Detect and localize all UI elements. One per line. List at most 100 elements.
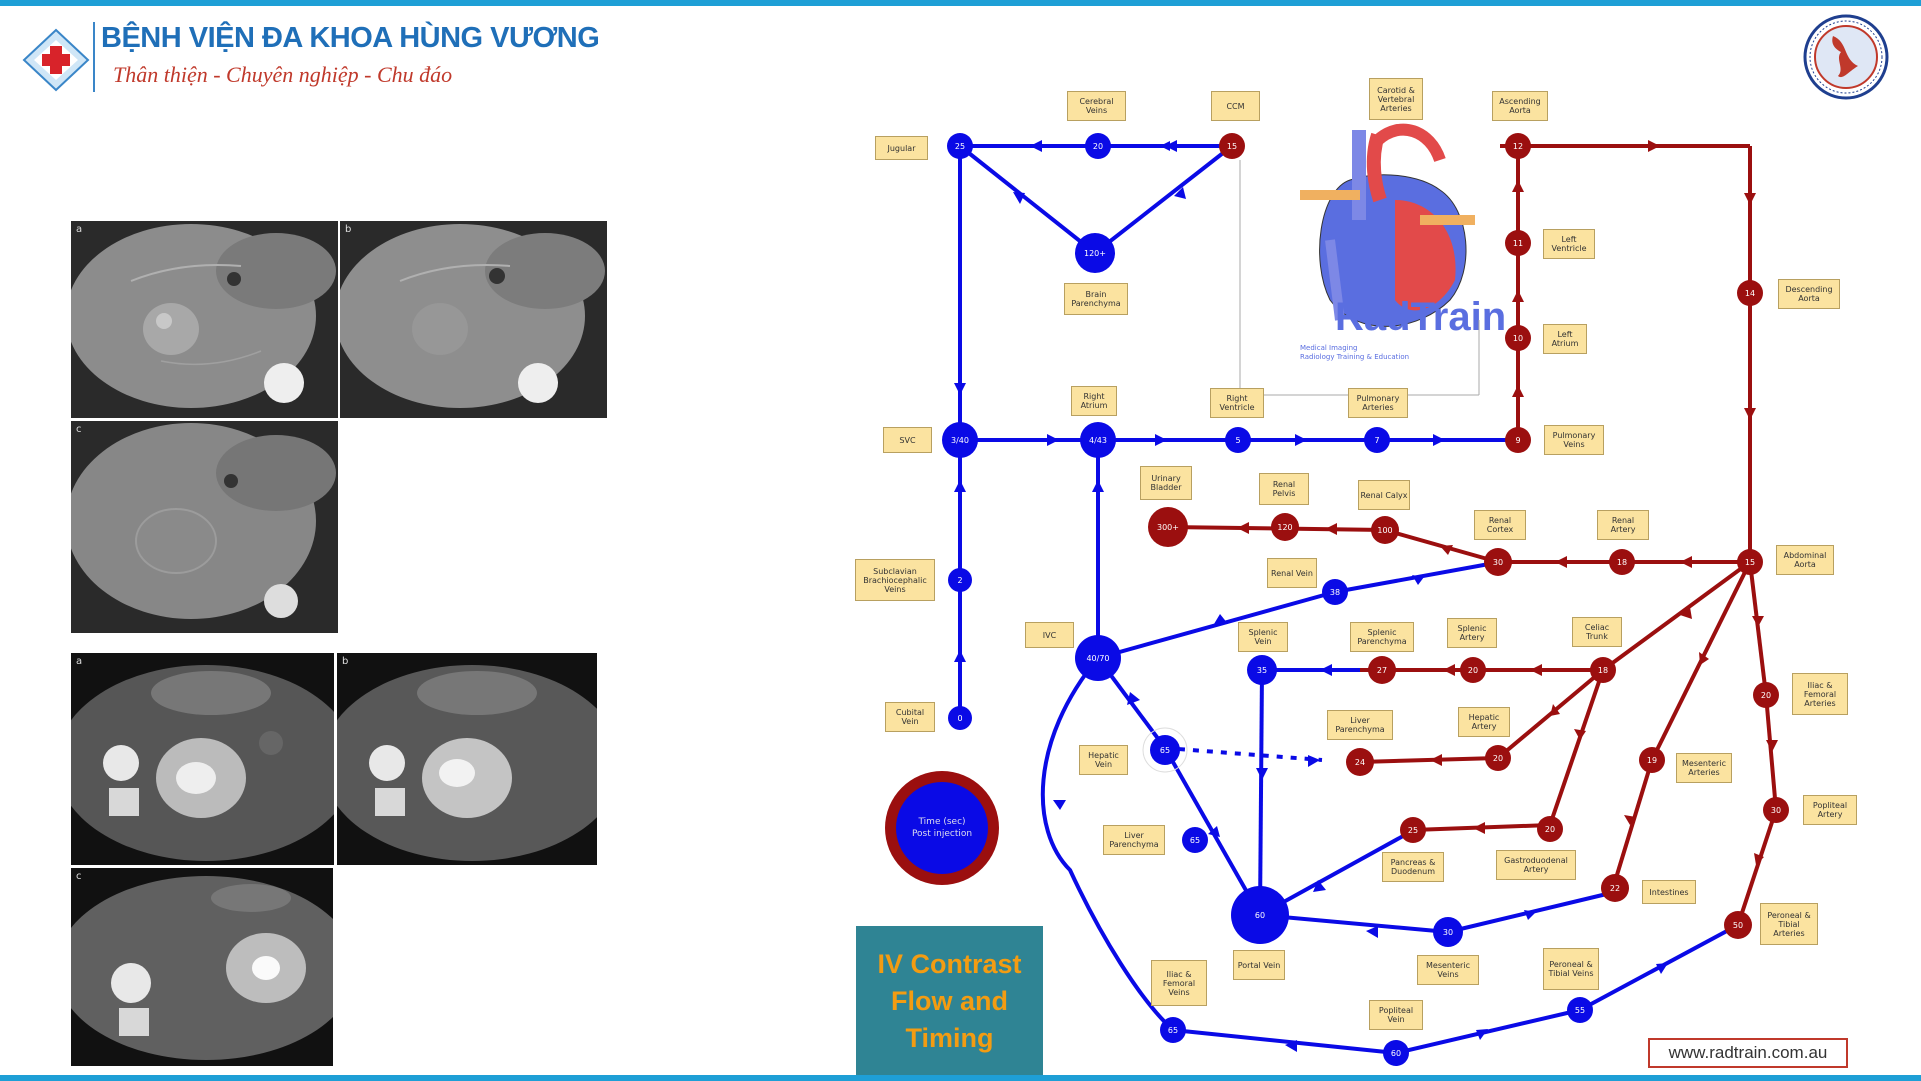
node-value: 15 — [1227, 142, 1237, 151]
label-splenic-artery: Splenic Artery — [1447, 618, 1497, 648]
label-iliac-veins: Iliac & Femoral Veins — [1151, 960, 1207, 1006]
label-mesenteric-veins: Mesenteric Veins — [1417, 955, 1479, 985]
node-value: 4/43 — [1089, 436, 1107, 445]
node-hepatic-artery — [1485, 745, 1511, 771]
label-left-ventricle: Left Ventricle — [1543, 229, 1595, 259]
scan-label: b — [342, 656, 349, 667]
node-pulmonary-arteries — [1364, 427, 1390, 453]
label-left-atrium: Left Atrium — [1543, 324, 1587, 354]
label-jugular: Jugular — [875, 136, 928, 160]
node-value: 14 — [1745, 289, 1755, 298]
title-line-3: Timing — [905, 1023, 994, 1053]
node-peroneal-tibial-veins — [1567, 997, 1593, 1023]
label-ivc: IVC — [1025, 622, 1074, 648]
label-right-atrium: Right Atrium — [1071, 386, 1117, 416]
label-ccm: CCM — [1211, 91, 1260, 121]
label-renal-artery: Renal Artery — [1597, 510, 1649, 540]
node-value: 60 — [1255, 911, 1265, 920]
label-bladder: Urinary Bladder — [1140, 466, 1192, 500]
node-splenic-parenchyma — [1368, 656, 1396, 684]
label-renal-vein: Renal Vein — [1267, 558, 1317, 588]
node-popliteal-vein — [1383, 1040, 1409, 1066]
scan-label: c — [76, 424, 82, 435]
node-value: 20 — [1493, 754, 1503, 763]
liver-scan-b: b — [340, 221, 607, 418]
liver-scan-c: c — [71, 421, 338, 633]
node-renal-calyx — [1371, 516, 1399, 544]
logo-divider — [93, 22, 95, 92]
liver-scan-a: a — [71, 221, 338, 418]
node-value: 65 — [1168, 1026, 1178, 1035]
node-value: 35 — [1257, 666, 1267, 675]
node-celiac-trunk — [1590, 657, 1616, 683]
node-iliac-femoral-veins — [1160, 1017, 1186, 1043]
node-brain — [1075, 233, 1115, 273]
node-value: 22 — [1610, 884, 1620, 893]
node-value: 24 — [1355, 758, 1365, 767]
node-splenic-vein — [1247, 655, 1277, 685]
node-descending-aorta — [1737, 280, 1763, 306]
label-carotid: Carotid & Vertebral Arteries — [1369, 78, 1423, 120]
heart-illustration: RadTrain Medical Imaging Radiology Train… — [1240, 115, 1506, 365]
hospital-name: BỆNH VIỆN ĐA KHOA HÙNG VƯƠNG — [101, 22, 600, 54]
node-renal-artery — [1609, 549, 1635, 575]
legend-circle — [885, 771, 999, 885]
node-value: 19 — [1647, 756, 1657, 765]
node-value: 2 — [957, 576, 962, 585]
node-pancreas-duodenum — [1400, 817, 1426, 843]
node-value: 30 — [1443, 928, 1453, 937]
legend-line-1: Time (sec) — [918, 817, 966, 827]
arterial-paths — [1167, 144, 1778, 926]
node-ascending-aorta — [1505, 133, 1531, 159]
node-value: 20 — [1468, 666, 1478, 675]
node-liver-parenchyma — [1346, 748, 1374, 776]
label-abdominal-aorta: Abdominal Aorta — [1776, 545, 1834, 575]
node-value: 100 — [1377, 526, 1392, 535]
label-cubital-vein: Cubital Vein — [885, 702, 935, 732]
node-value: 15 — [1745, 558, 1755, 567]
title-line-1: IV Contrast — [877, 949, 1022, 979]
kidney-scan-b: b — [337, 653, 597, 865]
label-pulmonary-veins: Pulmonary Veins — [1544, 425, 1604, 455]
label-peroneal-arteries: Peroneal & Tibial Arteries — [1760, 903, 1818, 945]
node-value: 3/40 — [951, 436, 969, 445]
scan-label: b — [345, 224, 352, 235]
label-svc: SVC — [883, 427, 932, 453]
node-mesenteric-veins — [1433, 917, 1463, 947]
hospital-slogan: Thân thiện - Chuyên nghiệp - Chu đáo — [113, 62, 453, 87]
label-subclavian: Subclavian Brachiocephalic Veins — [855, 559, 935, 601]
legend-line-2: Post injection — [911, 829, 973, 839]
node-intestines — [1601, 874, 1629, 902]
logo-subtext: Radiology Training & Education — [1300, 353, 1409, 361]
node-value: 9 — [1515, 436, 1520, 445]
node-popliteal-artery — [1763, 797, 1789, 823]
logo-text: RadTrain — [1335, 295, 1506, 339]
node-liver-parenchyma-vein — [1182, 827, 1208, 853]
node-iliac-arteries — [1753, 682, 1779, 708]
node-abdominal-aorta — [1737, 549, 1763, 575]
node-left-atrium — [1505, 325, 1531, 351]
scan-label: c — [76, 871, 82, 882]
node-value: 7 — [1374, 436, 1379, 445]
node-value: 10 — [1513, 334, 1523, 343]
node-cerebral-veins — [1085, 133, 1111, 159]
label-popliteal-artery: Popliteal Artery — [1803, 795, 1857, 825]
label-splenic-parenchyma: Splenic Parenchyma — [1350, 622, 1414, 652]
node-value: 38 — [1330, 588, 1340, 597]
node-value: 50 — [1733, 921, 1743, 930]
node-value: 120+ — [1084, 249, 1106, 258]
label-cerebral-veins: Cerebral Veins — [1067, 91, 1126, 121]
label-intestines: Intestines — [1642, 880, 1696, 904]
label-gastroduodenal: Gastroduodenal Artery — [1496, 850, 1576, 880]
label-pancreas: Pancreas & Duodenum — [1382, 852, 1444, 882]
node-pulmonary-veins — [1505, 427, 1531, 453]
node-value: 18 — [1598, 666, 1608, 675]
label-hepatic-artery: Hepatic Artery — [1458, 707, 1510, 737]
node-value: 40/70 — [1086, 654, 1109, 663]
node-mesenteric-arteries — [1639, 747, 1665, 773]
node-value: 27 — [1377, 666, 1387, 675]
label-mesenteric-arteries: Mesenteric Arteries — [1676, 753, 1732, 783]
node-subclavian-vein — [948, 568, 972, 592]
hospital-seal-icon — [1803, 14, 1889, 100]
